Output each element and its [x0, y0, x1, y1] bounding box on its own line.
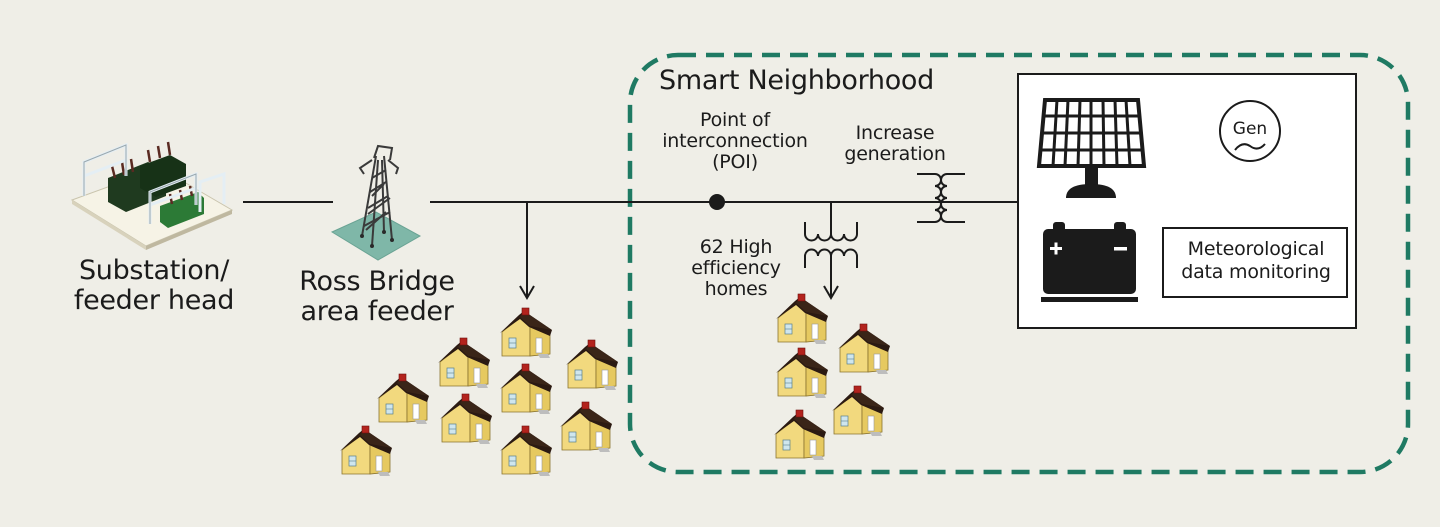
house-icon	[499, 307, 553, 359]
feeder-label-line: Ross Bridge	[299, 266, 455, 297]
poi-label-line: interconnection	[662, 129, 808, 152]
house-icon	[499, 363, 553, 415]
transformer-icon	[917, 173, 965, 223]
house-icon	[437, 337, 491, 389]
smart-houses	[773, 293, 891, 461]
meteorological-label-line: data monitoring	[1181, 260, 1331, 283]
transmission-tower-icon	[330, 144, 422, 261]
house-icon	[775, 347, 829, 399]
house-icon	[499, 425, 553, 477]
substation-label-line: feeder head	[73, 284, 235, 316]
poi-label-line: (POI)	[712, 150, 758, 173]
house-icon	[559, 401, 613, 453]
battery-icon	[1041, 222, 1138, 302]
meteorological-label: Meteorological data monitoring	[1163, 238, 1349, 284]
homes-label-line: efficiency	[691, 256, 781, 279]
meteorological-box	[1162, 227, 1348, 298]
house-icon	[773, 409, 827, 461]
feeder-branch-arrow	[519, 202, 535, 300]
substation-label: Substation/ feeder head	[44, 256, 264, 315]
substation-icon	[70, 141, 234, 250]
house-icon	[339, 425, 393, 477]
increase-generation-line: generation	[844, 142, 946, 165]
homes-label-line: 62 High	[699, 236, 773, 258]
generator-icon	[1219, 100, 1281, 162]
substation-label-line: Substation/	[78, 255, 230, 286]
house-icon	[831, 385, 885, 437]
homes-label-line: homes	[704, 277, 768, 300]
house-icon	[439, 393, 493, 445]
feeder-label: Ross Bridge area feeder	[272, 267, 482, 326]
homes-label: 62 High efficiency homes	[676, 237, 796, 300]
house-icon	[565, 339, 619, 391]
feeder-houses	[339, 307, 619, 477]
solar-panel-icon	[1036, 98, 1147, 198]
increase-generation-label: Increase generation	[830, 123, 960, 165]
poi-label-line: Point of	[700, 109, 770, 131]
feeder-label-line: area feeder	[300, 295, 454, 327]
generator-label: Gen	[1233, 119, 1267, 139]
meteorological-label-line: Meteorological	[1187, 238, 1325, 260]
increase-generation-line: Increase	[855, 122, 935, 144]
house-icon	[775, 293, 829, 345]
smart-neighborhood-boundary	[627, 52, 1411, 475]
poi-node-icon	[709, 194, 725, 210]
transformer-icon	[804, 202, 858, 300]
smart-neighborhood-title: Smart Neighborhood	[659, 65, 934, 96]
house-icon	[837, 323, 891, 375]
poi-label: Point of interconnection (POI)	[640, 110, 830, 173]
house-icon	[376, 373, 430, 425]
